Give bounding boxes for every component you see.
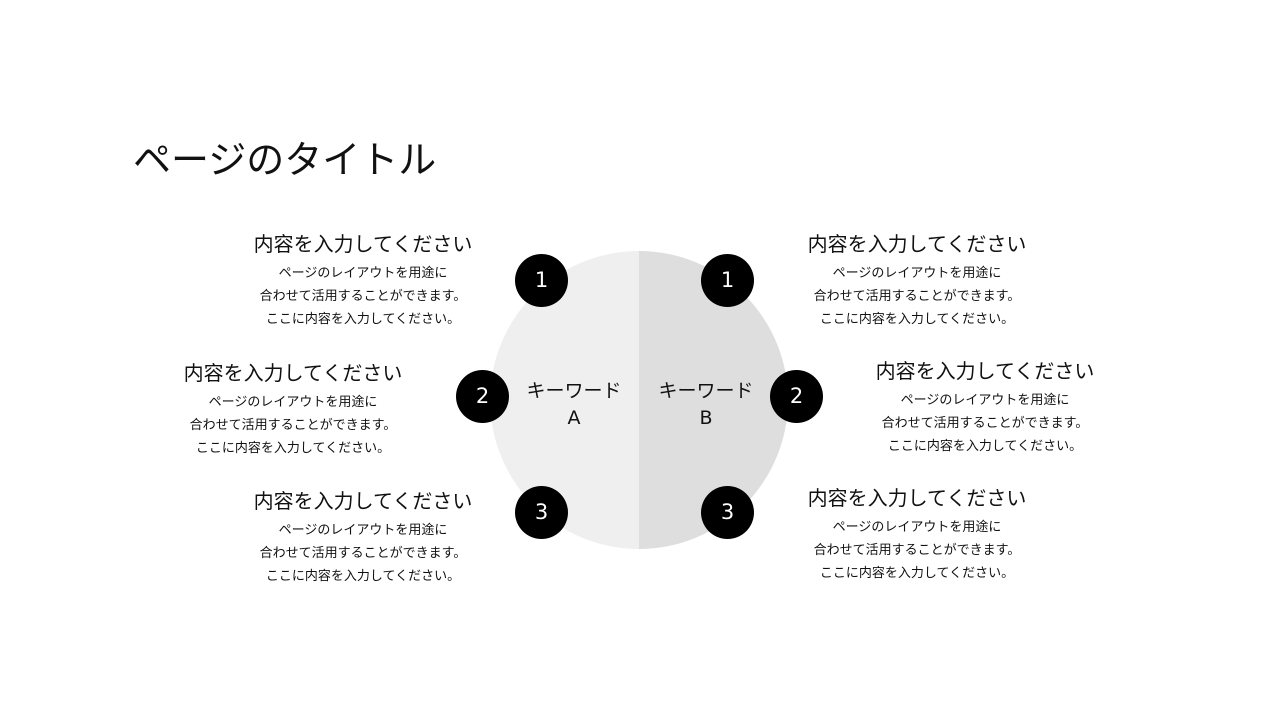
item-left-2: 内容を入力してください ページのレイアウトを用途に 合わせて活用することができま… — [163, 360, 423, 460]
keyword-b: キーワード B — [651, 378, 761, 432]
item-left-1-body: ページのレイアウトを用途に 合わせて活用することができます。 ここに内容を入力し… — [233, 262, 493, 331]
badge-left-3: 3 — [515, 486, 568, 539]
item-left-2-line1: ページのレイアウトを用途に — [208, 395, 378, 410]
item-right-1-line2: 合わせて活用することができます。 — [813, 289, 1021, 304]
item-left-1-line2: 合わせて活用することができます。 — [259, 289, 467, 304]
item-left-2-line3: ここに内容を入力してください。 — [195, 441, 391, 456]
item-right-1-line3: ここに内容を入力してください。 — [819, 312, 1015, 327]
item-right-3-heading: 内容を入力してください — [807, 486, 1027, 510]
item-left-2-line2: 合わせて活用することができます。 — [189, 418, 397, 433]
badge-right-2: 2 — [770, 370, 823, 423]
item-right-3-line2: 合わせて活用することができます。 — [813, 543, 1021, 558]
keyword-a-line1: キーワード — [526, 380, 622, 402]
keyword-a-line2: A — [567, 407, 581, 429]
badge-left-1: 1 — [515, 254, 568, 307]
item-right-3: 内容を入力してください ページのレイアウトを用途に 合わせて活用することができま… — [787, 485, 1047, 585]
item-left-3-line2: 合わせて活用することができます。 — [259, 546, 467, 561]
item-right-3-line1: ページのレイアウトを用途に — [832, 520, 1002, 535]
badge-right-3: 3 — [701, 486, 754, 539]
item-right-2-line2: 合わせて活用することができます。 — [881, 416, 1089, 431]
item-right-2-line1: ページのレイアウトを用途に — [900, 393, 1070, 408]
item-right-3-body: ページのレイアウトを用途に 合わせて活用することができます。 ここに内容を入力し… — [787, 516, 1047, 585]
item-left-1-line3: ここに内容を入力してください。 — [265, 312, 461, 327]
item-left-3-body: ページのレイアウトを用途に 合わせて活用することができます。 ここに内容を入力し… — [233, 519, 493, 588]
item-left-3-heading: 内容を入力してください — [253, 489, 473, 513]
keyword-a: キーワード A — [519, 378, 629, 432]
item-right-3-line3: ここに内容を入力してください。 — [819, 566, 1015, 581]
item-right-2: 内容を入力してください ページのレイアウトを用途に 合わせて活用することができま… — [855, 358, 1115, 458]
item-right-1: 内容を入力してください ページのレイアウトを用途に 合わせて活用することができま… — [787, 231, 1047, 331]
badge-right-1: 1 — [701, 254, 754, 307]
item-right-2-line3: ここに内容を入力してください。 — [887, 439, 1083, 454]
item-left-3: 内容を入力してください ページのレイアウトを用途に 合わせて活用することができま… — [233, 488, 493, 588]
item-left-2-body: ページのレイアウトを用途に 合わせて活用することができます。 ここに内容を入力し… — [163, 391, 423, 460]
item-right-1-line1: ページのレイアウトを用途に — [832, 266, 1002, 281]
item-left-3-line1: ページのレイアウトを用途に — [278, 523, 448, 538]
keyword-b-line2: B — [699, 407, 713, 429]
item-left-1: 内容を入力してください ページのレイアウトを用途に 合わせて活用することができま… — [233, 231, 493, 331]
item-left-3-line3: ここに内容を入力してください。 — [265, 569, 461, 584]
item-right-1-body: ページのレイアウトを用途に 合わせて活用することができます。 ここに内容を入力し… — [787, 262, 1047, 331]
item-left-2-heading: 内容を入力してください — [183, 361, 403, 385]
item-left-1-heading: 内容を入力してください — [253, 232, 473, 256]
item-left-1-line1: ページのレイアウトを用途に — [278, 266, 448, 281]
badge-left-2: 2 — [456, 370, 509, 423]
item-right-1-heading: 内容を入力してください — [807, 232, 1027, 256]
item-right-2-heading: 内容を入力してください — [875, 359, 1095, 383]
page-title: ページのタイトル — [133, 138, 437, 182]
item-right-2-body: ページのレイアウトを用途に 合わせて活用することができます。 ここに内容を入力し… — [855, 389, 1115, 458]
keyword-b-line1: キーワード — [658, 380, 754, 402]
